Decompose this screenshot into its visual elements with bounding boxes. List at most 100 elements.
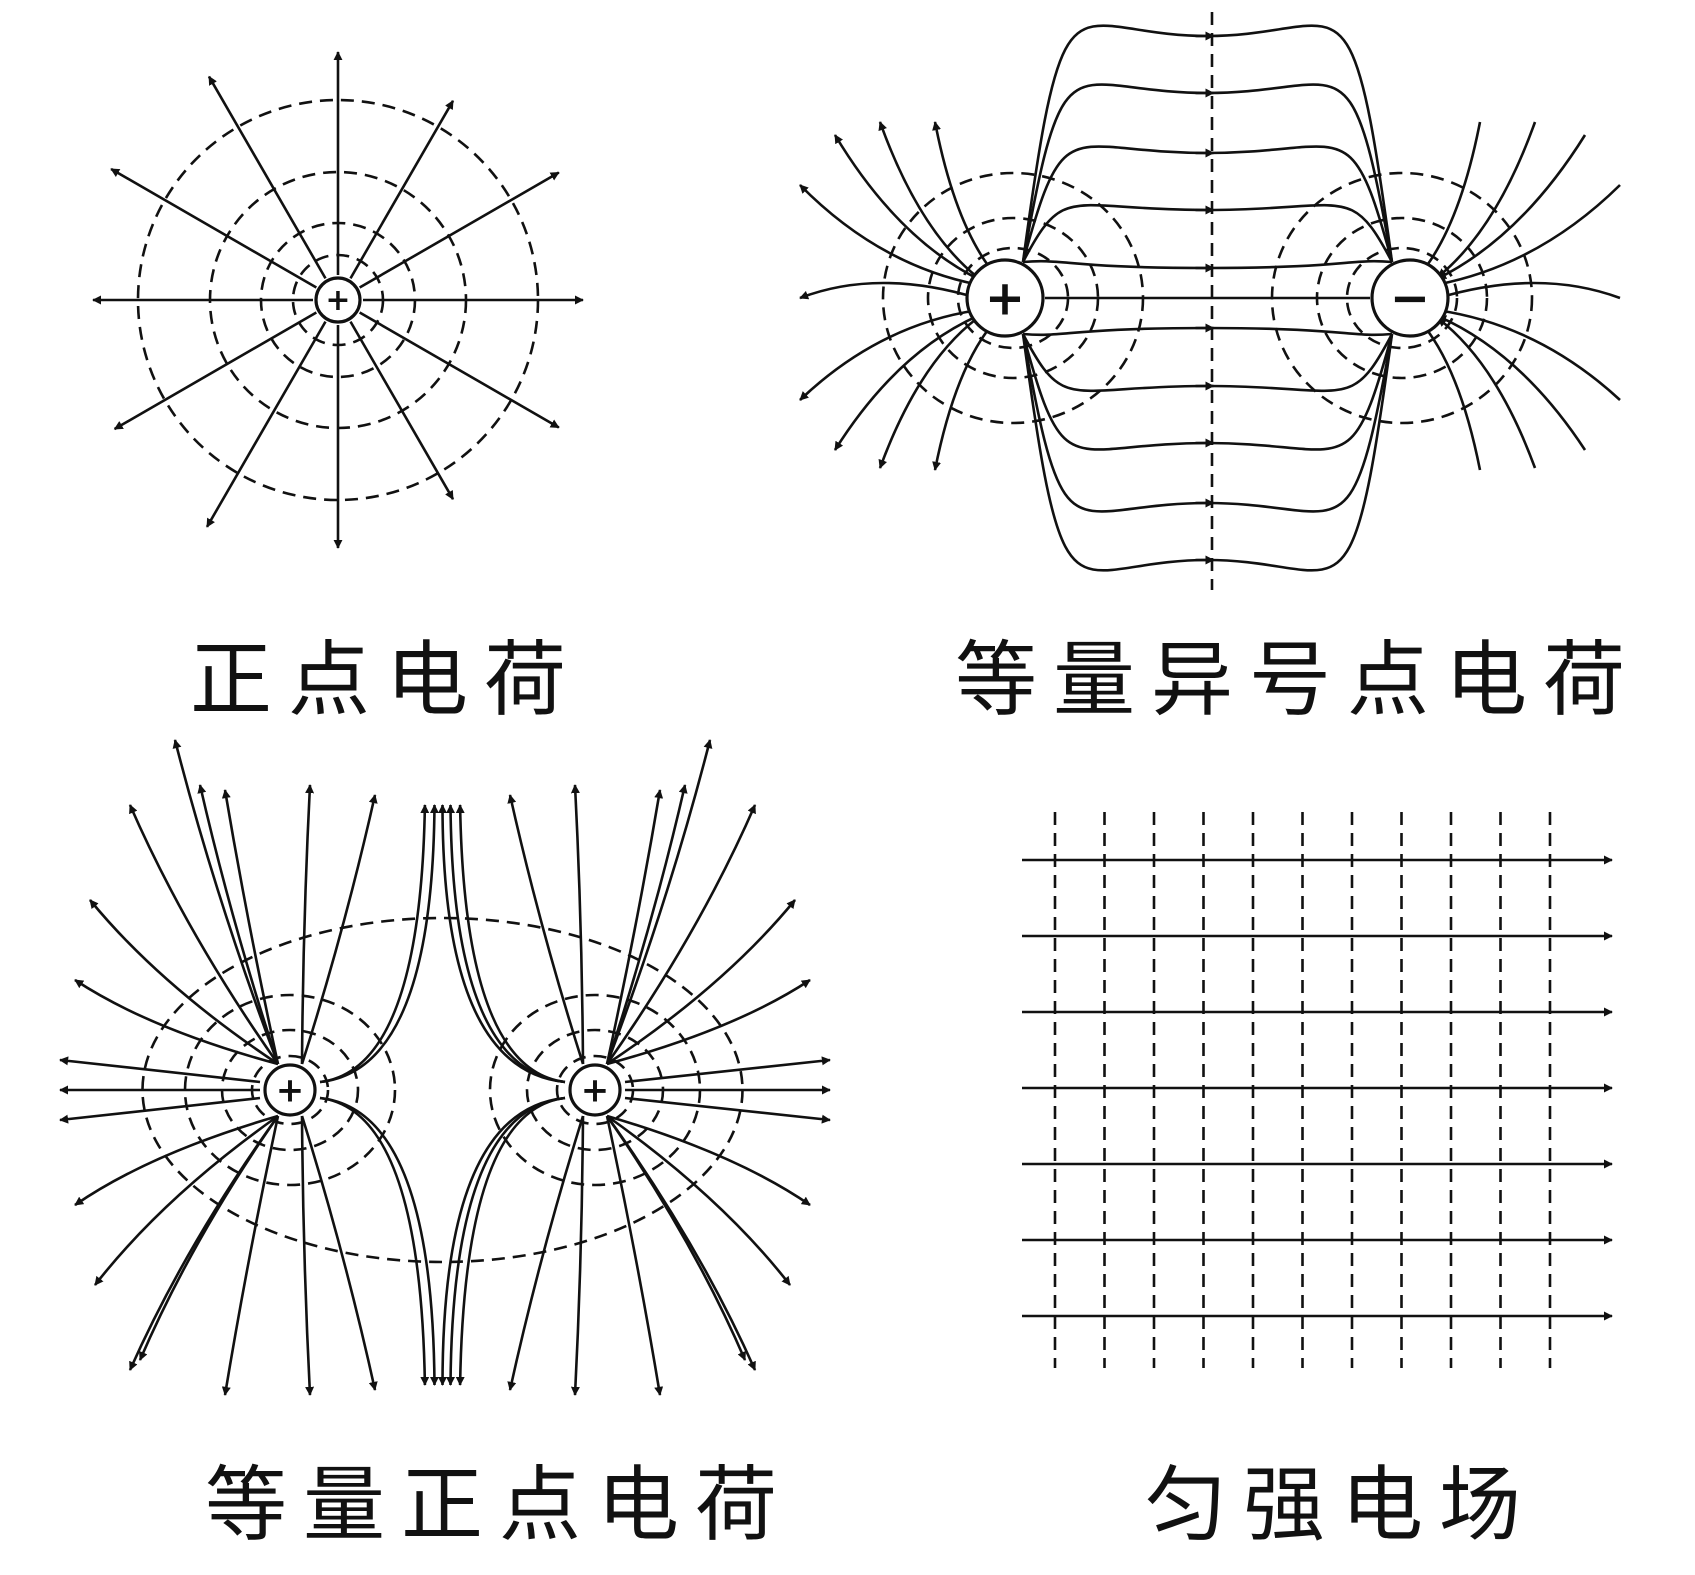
equipotential-line	[1345, 246, 1459, 350]
field-line	[1021, 145, 1394, 263]
field-line	[624, 1056, 831, 1084]
field-line	[1021, 333, 1394, 451]
field-line	[833, 134, 978, 280]
field-line	[624, 1096, 831, 1124]
field-line	[300, 1115, 378, 1391]
field-line	[1437, 317, 1537, 469]
field-line	[59, 1096, 261, 1124]
field-line	[128, 804, 280, 1065]
panel-dipole: +−	[799, 12, 1621, 590]
charge-circle	[314, 276, 362, 324]
field-lines	[799, 24, 1621, 572]
field-line	[319, 1096, 439, 1386]
field-line	[878, 121, 978, 278]
field-line	[1417, 317, 1482, 471]
field-line	[59, 1056, 261, 1084]
field-line	[455, 804, 566, 1084]
field-line	[110, 167, 317, 289]
field-line	[93, 1114, 279, 1286]
charge-symbol: −	[1390, 270, 1430, 326]
field-line	[207, 75, 327, 279]
field-line	[74, 1114, 279, 1207]
field-line	[300, 784, 315, 1065]
field-line	[605, 784, 688, 1065]
field-line	[1437, 134, 1587, 280]
field-line	[1437, 281, 1621, 301]
field-line	[359, 311, 560, 429]
charge-circle	[965, 258, 1045, 338]
field-line	[319, 804, 439, 1084]
charge-circle	[263, 1063, 317, 1117]
field-line	[138, 1115, 280, 1361]
field-line	[606, 899, 797, 1066]
field-line	[1021, 333, 1394, 393]
field-line	[833, 315, 978, 451]
field-line	[172, 739, 280, 1065]
field-line	[1437, 315, 1587, 451]
charge-circle	[1370, 258, 1450, 338]
field-line	[205, 321, 327, 528]
dipole-charges: +−	[965, 258, 1450, 338]
field-line	[799, 184, 978, 286]
field-line	[605, 1115, 664, 1396]
field-line	[605, 1115, 747, 1361]
field-line	[799, 281, 978, 300]
field-line	[507, 794, 585, 1065]
field-line	[1437, 184, 1621, 288]
field-line	[88, 899, 279, 1066]
field-line	[799, 308, 978, 401]
panel-equal-positive: ++	[59, 739, 831, 1396]
field-line	[606, 978, 811, 1066]
field-line	[1021, 333, 1394, 572]
field-line	[113, 311, 317, 431]
field-line	[74, 978, 279, 1066]
equipotential-line	[183, 993, 397, 1187]
field-line	[221, 789, 280, 1065]
field-line	[349, 321, 455, 500]
field-line	[570, 1115, 585, 1396]
positive-charge: +	[568, 1063, 622, 1117]
equipotential-lines	[1053, 812, 1552, 1368]
positive-charge: +	[314, 276, 362, 324]
field-line	[878, 317, 978, 469]
field-line	[1021, 203, 1394, 263]
field-line	[319, 1096, 430, 1386]
charge-symbol: +	[985, 270, 1025, 326]
charge-circle	[568, 1063, 622, 1117]
field-lines	[1022, 855, 1613, 1321]
charge-symbol: +	[276, 1071, 305, 1111]
field-line	[1021, 333, 1394, 513]
positive-charge: +	[314, 276, 362, 324]
field-line	[507, 1115, 585, 1391]
negative-charge: −	[1370, 258, 1450, 338]
charge-symbol: +	[325, 283, 350, 318]
positive-charge: +	[263, 1063, 317, 1117]
field-line	[606, 1114, 792, 1286]
positive-charges: ++	[263, 1063, 622, 1117]
field-line	[319, 804, 430, 1084]
field-line	[1021, 83, 1394, 263]
field-line	[1021, 24, 1394, 263]
field-line	[570, 784, 585, 1065]
field-line	[606, 1114, 811, 1207]
field-line	[605, 789, 664, 1065]
caption-equal-positive: 等量正点电荷	[205, 1458, 794, 1553]
field-line	[605, 739, 713, 1065]
caption-point-charge: 正点电荷	[190, 633, 583, 728]
field-lines	[92, 51, 584, 549]
panel-point-charge: +	[92, 51, 584, 549]
field-line	[359, 171, 560, 289]
field-line	[300, 794, 378, 1065]
positive-charge: +	[965, 258, 1045, 338]
caption-uniform-field: 匀强电场	[1145, 1458, 1538, 1553]
field-line	[349, 100, 455, 279]
field-line	[300, 1115, 315, 1396]
field-line	[1437, 306, 1621, 401]
field-line	[1437, 121, 1537, 278]
field-line	[605, 804, 757, 1065]
panel-uniform-field	[1022, 812, 1613, 1368]
field-line	[197, 784, 280, 1065]
field-line	[221, 1115, 280, 1396]
